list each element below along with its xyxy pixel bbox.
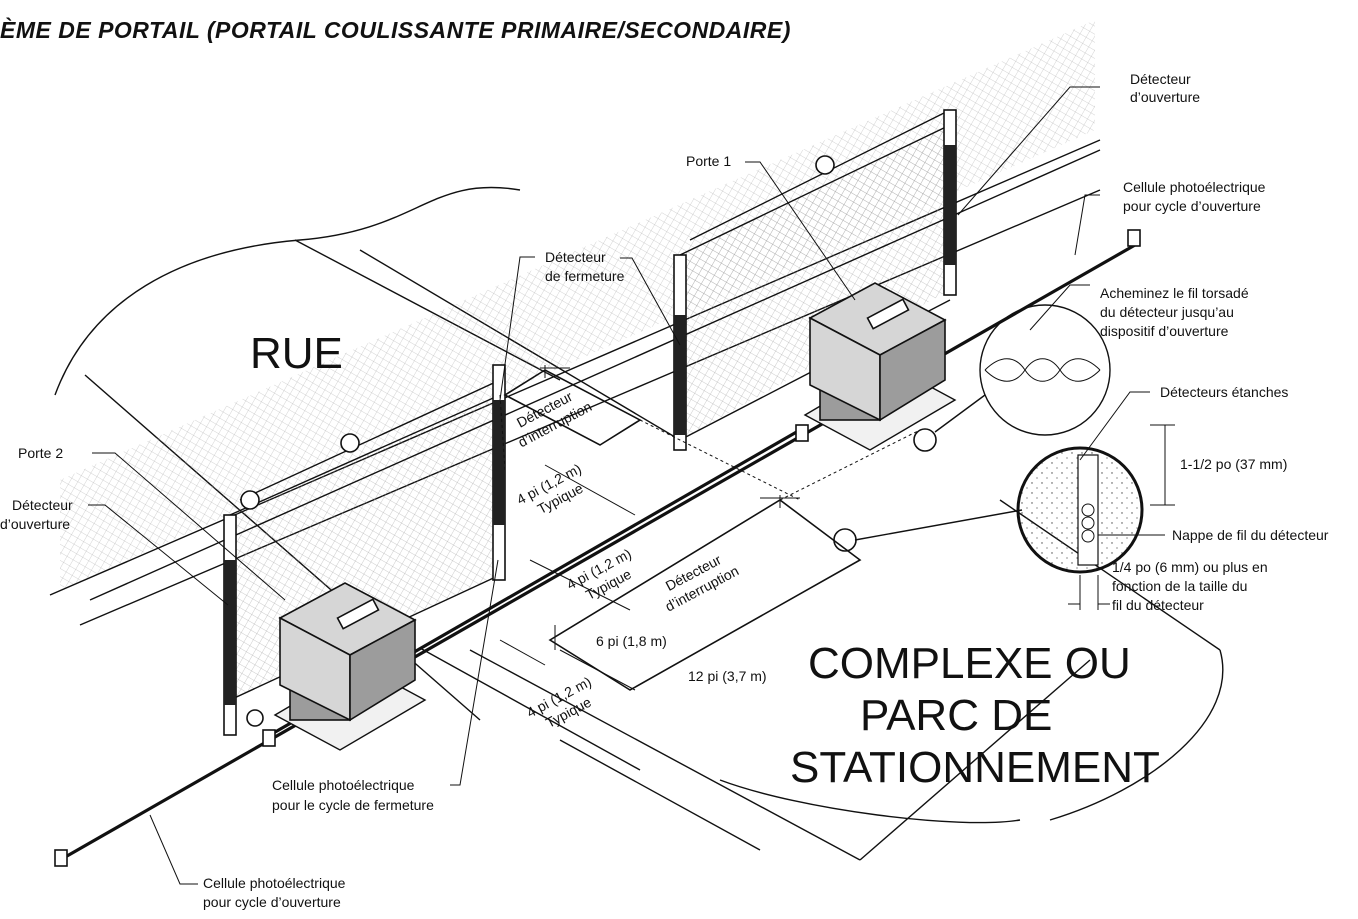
gap-label-2: fonction de la taille du	[1112, 578, 1247, 594]
photocell-open-bottom-label-1: Cellule photoélectrique	[203, 875, 346, 891]
photocell-close-label-2: pour le cycle de fermeture	[272, 797, 434, 813]
street-label: RUE	[250, 329, 343, 378]
closing-detector-sensor	[493, 400, 505, 525]
route-wire-label-2: du détecteur jusqu’au	[1100, 304, 1234, 320]
photocell-open-right-label-2: pour cycle d’ouverture	[1123, 198, 1261, 214]
dimension-6ft-label: 6 pi (1,8 m)	[596, 633, 667, 649]
interrupt-loops	[499, 369, 937, 691]
opening-detector-right-sensor	[944, 145, 956, 265]
operator-2	[273, 582, 427, 751]
photocell-open-right-label-1: Cellule photoélectrique	[1123, 179, 1266, 195]
gap-label-1: 1/4 po (6 mm) ou plus en	[1112, 559, 1268, 575]
leader-lines	[88, 86, 1165, 885]
gap-label-3: fil du détecteur	[1112, 597, 1204, 613]
fence-rails	[89, 109, 1101, 701]
gate-1-label: Porte 1	[686, 153, 731, 169]
complex-label-2: PARC DE	[860, 691, 1052, 740]
open-detector-right-label-1: Détecteur	[1130, 71, 1191, 87]
close-detector-label-1: Détecteur	[545, 249, 606, 265]
closing-detector-right-sensor	[674, 315, 686, 435]
gate-2	[223, 364, 506, 736]
route-wire-label-3: dispositif d’ouverture	[1100, 323, 1229, 339]
gate-2-label: Porte 2	[18, 445, 63, 461]
open-detector-left-label-2: d’ouverture	[0, 516, 70, 532]
complex-label-3: STATIONNEMENT	[790, 743, 1160, 792]
close-detector-label-2: de fermeture	[545, 268, 625, 284]
dimension-12ft-label: 12 pi (3,7 m)	[688, 668, 767, 684]
gate-1	[673, 109, 957, 451]
detail-sealed-detector	[854, 424, 1175, 610]
depth-dimension-label: 1-1/2 po (37 mm)	[1180, 456, 1287, 472]
photocell-close-label-1: Cellule photoélectrique	[272, 777, 415, 793]
open-detector-left-label-1: Détecteur	[12, 497, 73, 513]
opening-detector-left-sensor	[224, 560, 236, 705]
complex-label-1: COMPLEXE OU	[808, 639, 1131, 688]
dimension-lines	[499, 365, 800, 691]
sealed-detectors-label: Détecteurs étanches	[1160, 384, 1288, 400]
photocell-open-bottom-label-2: pour cycle d’ouverture	[203, 894, 341, 910]
open-detector-right-label-2: d’ouverture	[1130, 89, 1200, 105]
detail-twisted-wire	[934, 304, 1111, 436]
wire-layer-label: Nappe de fil du détecteur	[1172, 527, 1329, 543]
route-wire-label-1: Acheminez le fil torsadé	[1100, 285, 1249, 301]
diagram-title: ÈME DE PORTAIL (PORTAIL COULISSANTE PRIM…	[0, 16, 791, 43]
operator-1	[803, 282, 957, 451]
